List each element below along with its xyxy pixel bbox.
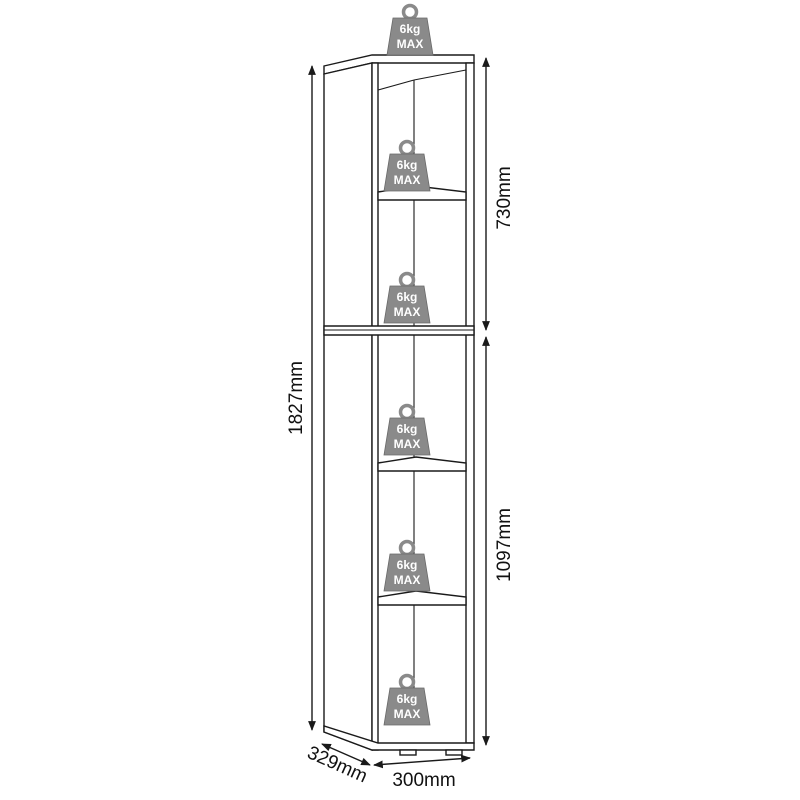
top-inner-edge	[413, 69, 467, 81]
lower-height-label: 1097mm	[494, 508, 515, 582]
shelf-2	[377, 456, 467, 472]
dimension-lines	[308, 57, 490, 769]
left-side-panel	[323, 62, 373, 752]
depth-line	[321, 743, 371, 766]
weight-max-label: MAX	[394, 173, 421, 187]
weight-max-label: MAX	[394, 707, 421, 721]
weight-kg-label: 6kg	[397, 290, 418, 304]
weight-kg-label: 6kg	[397, 692, 418, 706]
shelf-3	[377, 590, 467, 606]
width-line	[373, 754, 471, 769]
depth-label: 329mm	[304, 742, 370, 787]
right-side-panel	[465, 62, 475, 744]
front-left-edge	[371, 62, 379, 751]
weight-max-label: MAX	[394, 305, 421, 319]
weight-body	[383, 417, 431, 456]
weight-max-label: MAX	[397, 37, 424, 51]
weight-ring	[398, 673, 416, 691]
weight-max-label: MAX	[394, 573, 421, 587]
weight-ring	[398, 139, 416, 157]
width-label: 300mm	[392, 770, 455, 791]
weight-body	[386, 17, 434, 56]
weight-ring	[398, 539, 416, 557]
weight-ring	[401, 3, 419, 21]
weight-kg-label: 6kg	[397, 558, 418, 572]
weight-body	[383, 687, 431, 726]
foot-left	[399, 749, 417, 756]
weight-kg-label: 6kg	[397, 158, 418, 172]
upper-height-label: 730mm	[494, 166, 515, 229]
weight-max-label: MAX	[394, 437, 421, 451]
weight-body	[383, 553, 431, 592]
weight-ring	[398, 403, 416, 421]
weight-body	[383, 153, 431, 192]
top-inner-back	[377, 79, 415, 91]
foot-right	[445, 749, 463, 756]
weight-kg-label: 6kg	[400, 22, 421, 36]
weight-ring	[398, 271, 416, 289]
weight-kg-label: 6kg	[397, 422, 418, 436]
total-height-label: 1827mm	[286, 361, 307, 435]
weight-body	[383, 285, 431, 324]
